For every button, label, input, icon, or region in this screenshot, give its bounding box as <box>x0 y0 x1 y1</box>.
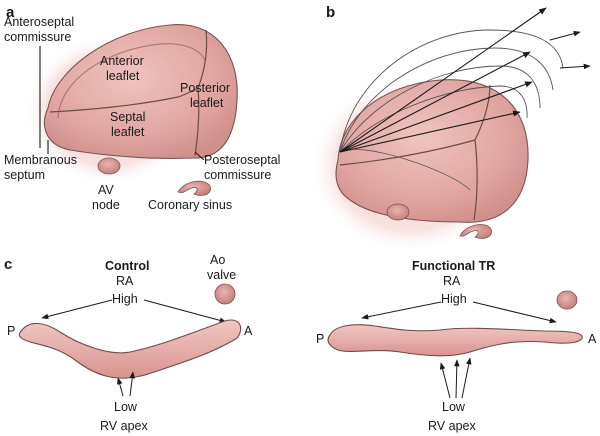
control-ao-valve-shape <box>214 283 236 305</box>
curve-2 <box>339 47 554 153</box>
label-membranous-line2: septum <box>4 168 45 182</box>
label-anteroseptal-line2: commissure <box>4 30 71 44</box>
functional-title: Functional TR <box>412 259 495 273</box>
control-annulus-shape <box>18 319 242 379</box>
control-rv-apex-label: RV apex <box>100 419 148 433</box>
label-av-line1: AV <box>98 183 114 197</box>
label-anterior-line2: leaflet <box>106 69 140 83</box>
control-a-label: A <box>244 324 253 338</box>
leaflet-seam-b2 <box>474 84 491 141</box>
functional-low-arrow-right <box>461 357 472 399</box>
av-node-shape <box>97 157 121 175</box>
control-ao-line2: valve <box>207 268 236 282</box>
functional-low-label: Low <box>442 400 466 414</box>
functional-a-label: A <box>588 332 597 346</box>
label-av-line2: node <box>92 198 120 212</box>
label-septal-line1: Septal <box>110 110 145 124</box>
control-title: Control <box>105 259 149 273</box>
leaflet-seam-posterior-septal <box>194 87 200 157</box>
functional-low-arrow-left <box>439 362 451 399</box>
functional-ao-valve-shape <box>556 290 578 310</box>
label-anterior-line1: Anterior <box>100 54 144 68</box>
control-p-label: P <box>7 324 15 338</box>
av-node-shape-b <box>386 203 410 221</box>
panel-label-b: b <box>326 4 335 21</box>
arrow-1 <box>339 7 547 153</box>
coronary-sinus-shape-b <box>459 224 492 239</box>
leaflet-seam-b1 <box>339 139 476 166</box>
control-ao-line1: Ao <box>210 253 225 267</box>
functional-high-label: High <box>441 292 467 306</box>
control-high-label: High <box>112 292 138 306</box>
control-low-arrow-left <box>116 377 124 397</box>
label-coronary-sinus: Coronary sinus <box>148 198 232 212</box>
valve-outline <box>44 24 238 159</box>
functional-tr-annulus-profile: Functional TR RA High P A Low RV apex <box>316 259 597 433</box>
arrow-6 <box>559 63 591 70</box>
control-high-arrow-left <box>41 299 113 320</box>
panel-a-valve <box>25 24 238 185</box>
arrow-5 <box>549 30 581 41</box>
pointer-posteroseptal <box>194 151 205 161</box>
leaflet-seam-anterior-septal <box>49 87 199 113</box>
label-posteroseptal-line2: commissure <box>204 168 271 182</box>
arrow-2 <box>339 51 531 153</box>
control-low-label: Low <box>114 400 138 414</box>
panel-b-valve <box>310 77 529 253</box>
leaflet-inner-ridge <box>57 43 206 119</box>
label-posterior-line1: Posterior <box>180 81 230 95</box>
curve-3 <box>339 65 541 153</box>
panel-label-a: a <box>6 4 15 21</box>
functional-ra-label: RA <box>443 274 461 288</box>
control-ra-label: RA <box>116 274 134 288</box>
functional-high-arrow-right <box>472 301 557 324</box>
label-membranous-line1: Membranous <box>4 153 77 167</box>
functional-low-arrow-mid <box>454 359 460 399</box>
label-septal-line2: leaflet <box>111 125 145 139</box>
functional-annulus-shape <box>327 324 583 357</box>
functional-high-arrow-left <box>361 301 442 320</box>
arrow-4 <box>339 110 521 153</box>
label-posterior-line2: leaflet <box>190 96 224 110</box>
curve-1 <box>339 29 564 153</box>
label-anteroseptal-line1: Anteroseptal <box>4 15 74 29</box>
functional-rv-apex-label: RV apex <box>428 419 476 433</box>
control-low-arrow-right <box>129 371 135 397</box>
arrow-3 <box>339 81 533 153</box>
control-annulus-profile: Control RA High Ao valve P A Low RV apex <box>7 253 253 433</box>
leaflet-seam-b3 <box>473 139 478 221</box>
curve-4 <box>339 85 528 153</box>
label-posteroseptal-line1: Posteroseptal <box>204 153 280 167</box>
panel-label-c: c <box>4 256 12 273</box>
control-high-arrow-right <box>143 299 227 324</box>
coronary-sinus-shape <box>177 180 211 196</box>
panel-b-vectors <box>339 7 591 153</box>
functional-p-label: P <box>316 332 324 346</box>
